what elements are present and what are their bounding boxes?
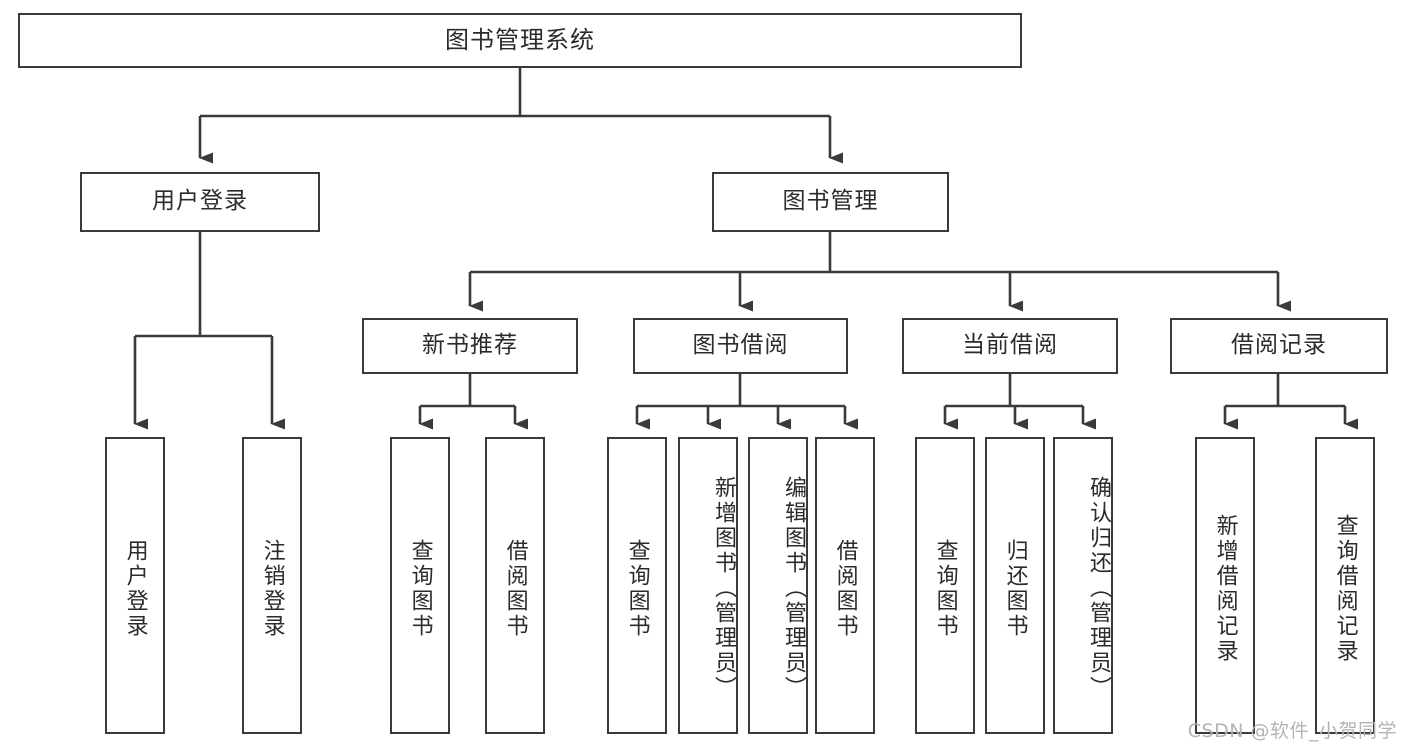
leaf-borrow-book-recommend[interactable]: 借阅图书 bbox=[485, 437, 545, 734]
leaf-query-book-recommend[interactable]: 查询图书 bbox=[390, 437, 450, 734]
node-borrow-record[interactable]: 借阅记录 bbox=[1170, 318, 1388, 374]
watermark-credit: CSDN @软件_小贺同学 bbox=[1187, 720, 1397, 742]
leaf-query-book-borrow[interactable]: 查询图书 bbox=[607, 437, 667, 734]
node-current-borrow[interactable]: 当前借阅 bbox=[902, 318, 1118, 374]
leaf-add-book-admin[interactable]: 新增图书（管理员） bbox=[678, 437, 738, 734]
node-book-management[interactable]: 图书管理 bbox=[712, 172, 949, 232]
leaf-query-borrow-record[interactable]: 查询借阅记录 bbox=[1315, 437, 1375, 734]
leaf-query-book-current[interactable]: 查询图书 bbox=[915, 437, 975, 734]
leaf-confirm-return-admin[interactable]: 确认归还（管理员） bbox=[1053, 437, 1113, 734]
node-root-system[interactable]: 图书管理系统 bbox=[18, 13, 1022, 68]
node-new-book-recommend[interactable]: 新书推荐 bbox=[362, 318, 578, 374]
leaf-add-borrow-record[interactable]: 新增借阅记录 bbox=[1195, 437, 1255, 734]
node-book-borrow[interactable]: 图书借阅 bbox=[633, 318, 848, 374]
leaf-edit-book-admin[interactable]: 编辑图书（管理员） bbox=[748, 437, 808, 734]
node-user-login[interactable]: 用户登录 bbox=[80, 172, 320, 232]
leaf-borrow-book-borrow[interactable]: 借阅图书 bbox=[815, 437, 875, 734]
leaf-return-book[interactable]: 归还图书 bbox=[985, 437, 1045, 734]
leaf-logout[interactable]: 注销登录 bbox=[242, 437, 302, 734]
leaf-user-login[interactable]: 用户登录 bbox=[105, 437, 165, 734]
